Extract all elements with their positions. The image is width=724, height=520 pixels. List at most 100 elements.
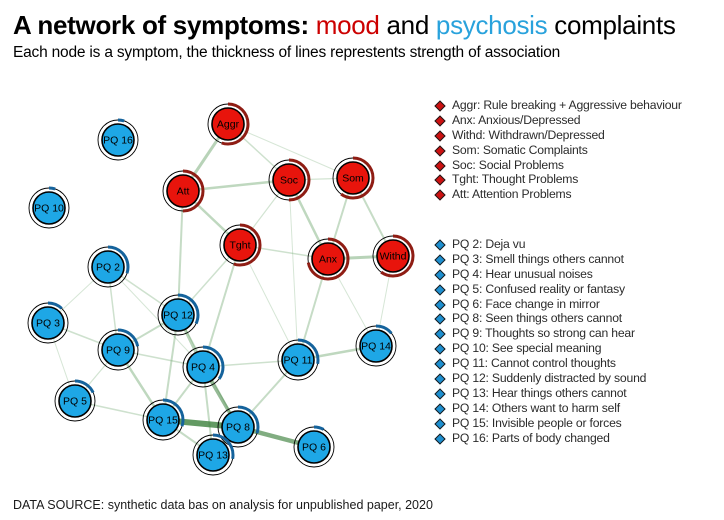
legend-item-label: Som: Somatic Complaints: [452, 142, 588, 157]
legend-item: PQ 2: Deja vu: [434, 237, 722, 252]
node-label: PQ 11: [284, 355, 313, 367]
legend-item: PQ 14: Others want to harm self: [434, 401, 722, 416]
legend-item-label: PQ 10: See special meaning: [452, 341, 602, 356]
node-circle: [91, 250, 125, 284]
node-circle: [161, 298, 195, 332]
legend-item-label: PQ 16: Parts of body changed: [452, 430, 610, 445]
node-label: PQ 3: [36, 318, 60, 330]
node-pie-arc: [53, 379, 97, 423]
legend-item: Aggr: Rule breaking + Aggressive behavio…: [434, 98, 722, 113]
legend-item: PQ 10: See special meaning: [434, 341, 722, 356]
node-anx: Anx: [306, 237, 350, 281]
node-circle: [101, 123, 135, 157]
legend-item: PQ 8: Seen things others cannot: [434, 311, 722, 326]
title-segment: complaints: [547, 10, 676, 40]
diamond-icon: [434, 239, 446, 251]
legend-item-label: PQ 8: Seen things others cannot: [452, 311, 622, 326]
node-circle: [58, 384, 92, 418]
diamond-icon: [434, 298, 446, 311]
node-pie-arc: [267, 158, 311, 202]
node-circle: [101, 333, 135, 367]
legend-item-label: PQ 13: Hear things others cannot: [452, 385, 627, 400]
node-label: Att: [177, 186, 190, 198]
edge-soc-pq11: [288, 179, 299, 361]
node-circle: [196, 438, 230, 472]
node-circle: [221, 410, 255, 444]
legend-item-label: PQ 15: Invisible people or forces: [452, 415, 622, 430]
node-pq2: PQ 2: [86, 245, 130, 289]
node-label: PQ 13: [198, 450, 228, 462]
node-pq16: PQ 16: [96, 118, 140, 162]
node-pq10: PQ 10: [27, 186, 71, 230]
node-circle: [223, 228, 257, 262]
node-pie-arc: [27, 186, 71, 230]
node-tght: Tght: [218, 223, 262, 267]
node-soc: Soc: [267, 158, 311, 202]
diamond-icon: [434, 174, 446, 187]
node-label: PQ 12: [163, 310, 193, 322]
node-pie-arc: [161, 169, 205, 213]
diamond-icon: [434, 328, 446, 341]
legend-item: PQ 16: Parts of body changed: [434, 430, 722, 446]
legend-item-label: PQ 12: Suddenly distracted by sound: [452, 371, 647, 386]
legend-item-label: Att: Attention Problems: [452, 187, 572, 202]
legend-item: PQ 9: Thoughts so strong can hear: [434, 326, 722, 341]
diamond-icon: [434, 159, 446, 172]
legend-item: PQ 12: Suddenly distracted by sound: [434, 371, 722, 386]
edge-aggr-som: [227, 123, 354, 179]
node-label: PQ 2: [96, 262, 120, 274]
node-circle: [186, 350, 220, 384]
diamond-icon: [434, 269, 446, 281]
node-circle: [272, 163, 306, 197]
diamond-icon: [434, 145, 446, 157]
legend-item: PQ 6: Face change in mirror: [434, 297, 722, 312]
diamond-icon: [434, 100, 446, 112]
page-title: A network of symptoms: mood and psychosi…: [13, 10, 676, 40]
legend-item-label: PQ 3: Smell things others cannot: [452, 251, 624, 266]
node-pq12: PQ 12: [156, 293, 200, 337]
legend-item: Anx: Anxious/Depressed: [434, 113, 722, 128]
diamond-icon: [434, 343, 446, 355]
node-withd: Withd: [371, 234, 415, 278]
node-label: Tght: [229, 240, 250, 252]
node-pie-arc: [191, 433, 235, 477]
legend-item-label: PQ 5: Confused reality or fantasy: [452, 281, 625, 296]
node-pie-arc: [331, 156, 375, 200]
node-circle: [336, 161, 370, 195]
diamond-icon: [434, 373, 446, 385]
node-circle: [311, 242, 345, 276]
node-pie-arc: [26, 301, 70, 345]
node-pie-arc: [141, 398, 185, 442]
legend-item-label: PQ 11: Cannot control thoughts: [452, 356, 616, 371]
edge-pq12-pq15: [162, 314, 179, 421]
diamond-icon: [434, 418, 446, 430]
node-pie-arc: [218, 223, 262, 267]
node-label: PQ 14: [361, 341, 391, 353]
node-label: PQ 16: [103, 135, 133, 147]
legend-mood: Aggr: Rule breaking + Aggressive behavio…: [434, 98, 722, 202]
node-pie-arc: [96, 328, 140, 372]
diamond-icon: [434, 388, 446, 400]
page-subtitle: Each node is a symptom, the thickness of…: [13, 44, 561, 61]
edge-anx-pq11: [297, 258, 329, 361]
edge-pq2-pq4: [107, 266, 204, 368]
node-circle: [166, 174, 200, 208]
node-pq11: PQ 11: [276, 338, 320, 382]
node-pie-arc: [276, 338, 320, 382]
node-pie-arc: [216, 405, 260, 449]
legend-item-label: Tght: Thought Problems: [452, 172, 579, 187]
title-segment: mood: [315, 10, 380, 40]
node-pie-arc: [206, 102, 250, 146]
title-segment: and: [379, 10, 436, 40]
node-pq6: PQ 6: [292, 425, 336, 469]
node-pie-arc: [354, 324, 398, 368]
legend-item: PQ 3: Smell things others cannot: [434, 251, 722, 267]
node-pq9: PQ 9: [96, 328, 140, 372]
node-label: Som: [342, 173, 364, 185]
legend-item-label: PQ 9: Thoughts so strong can hear: [452, 326, 635, 341]
diamond-icon: [434, 115, 446, 127]
diamond-icon: [434, 284, 446, 296]
node-pq5: PQ 5: [53, 379, 97, 423]
node-label: PQ 6: [302, 442, 326, 454]
